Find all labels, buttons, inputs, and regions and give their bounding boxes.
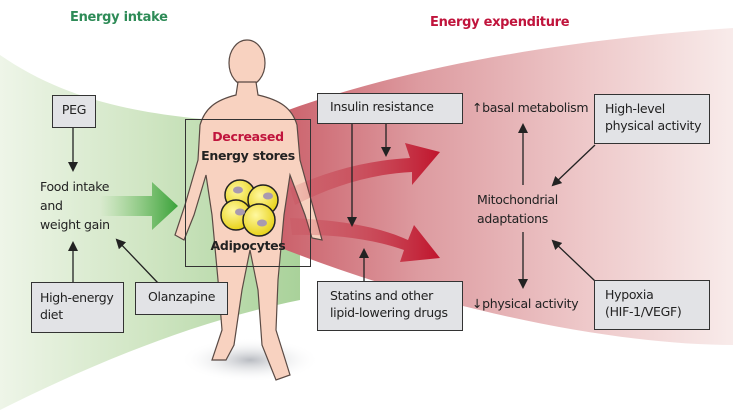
mitochondrial-adaptations-label: Mitochondrial adaptations bbox=[477, 190, 558, 228]
energy-stores-box bbox=[185, 119, 311, 267]
high-level-line-1: High-level bbox=[605, 101, 665, 116]
high-level-activity-box: High-level physical activity bbox=[594, 94, 710, 144]
food-intake-line-1: Food intake bbox=[40, 179, 110, 194]
highlevel-to-mito-arrow bbox=[551, 144, 596, 187]
statins-line-2: lipid-lowering drugs bbox=[330, 305, 448, 320]
energy-stores-label: Energy stores bbox=[201, 148, 295, 163]
high-energy-line-1: High-energy bbox=[40, 290, 114, 305]
food-intake-line-2: and bbox=[40, 198, 63, 213]
hypoxia-line-2: (HIF-1/VEGF) bbox=[605, 304, 682, 319]
basal-metabolism-label: ↑basal metabolism bbox=[472, 100, 589, 115]
olanzapine-box: Olanzapine bbox=[135, 282, 228, 315]
food-intake-line-3: weight gain bbox=[40, 217, 110, 232]
mito-line-2: adaptations bbox=[477, 211, 548, 226]
physical-activity-label: ↓physical activity bbox=[472, 296, 579, 311]
energy-intake-heading: Energy intake bbox=[70, 10, 168, 25]
hypoxia-line-1: Hypoxia bbox=[605, 287, 654, 302]
intake-arrow-icon bbox=[100, 182, 178, 230]
statins-line-1: Statins and other bbox=[330, 288, 433, 303]
hypoxia-to-mito-arrow bbox=[551, 239, 596, 282]
floor-shadow bbox=[180, 338, 320, 382]
expenditure-arrow-lower-icon bbox=[290, 218, 440, 262]
olanzapine-label: Olanzapine bbox=[148, 289, 216, 304]
expenditure-arrow-upper-icon bbox=[290, 143, 440, 205]
statins-box: Statins and other lipid-lowering drugs bbox=[317, 281, 463, 331]
high-energy-line-2: diet bbox=[40, 307, 63, 322]
mito-line-1: Mitochondrial bbox=[477, 192, 558, 207]
energy-expenditure-heading: Energy expenditure bbox=[430, 15, 570, 30]
decreased-label: Decreased bbox=[212, 129, 284, 144]
olanzapine-to-food-arrow bbox=[115, 238, 159, 284]
high-level-line-2: physical activity bbox=[605, 118, 702, 133]
high-energy-diet-box: High-energy diet bbox=[31, 282, 124, 333]
adipocytes-icon bbox=[220, 179, 279, 237]
hypoxia-box: Hypoxia (HIF-1/VEGF) bbox=[594, 280, 710, 330]
insulin-resistance-box: Insulin resistance bbox=[317, 93, 463, 124]
peg-box: PEG bbox=[52, 95, 96, 128]
food-intake-label: Food intake and weight gain bbox=[40, 177, 110, 234]
adipocytes-label: Adipocytes bbox=[210, 238, 286, 253]
insulin-resistance-label: Insulin resistance bbox=[330, 99, 434, 114]
peg-label: PEG bbox=[61, 102, 87, 117]
